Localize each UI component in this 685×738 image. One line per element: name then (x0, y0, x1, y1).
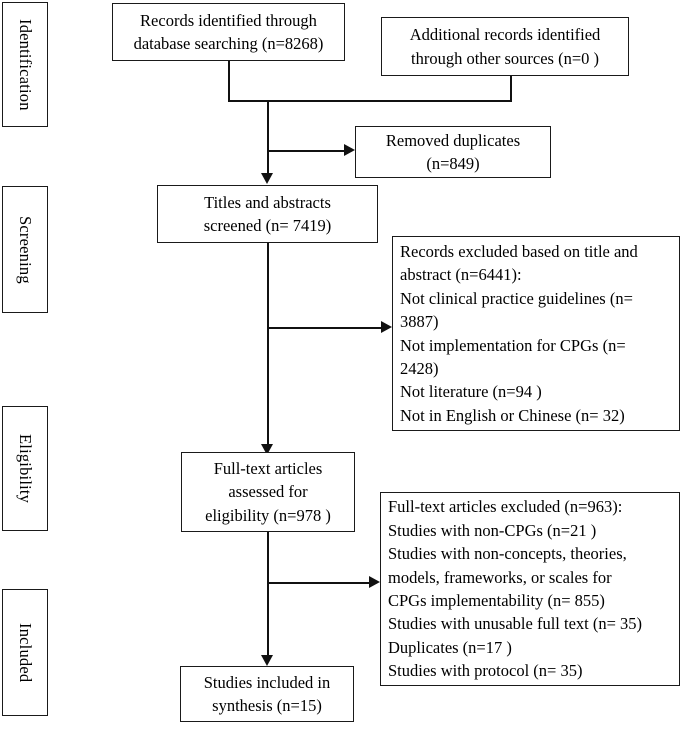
box-removed-duplicates-line-2: (n=849) (426, 154, 480, 173)
arrow-into-fulltext-excluded (369, 576, 380, 588)
box-titles-screened-line-2: screened (n= 7419) (203, 216, 332, 235)
box-studies-included: Studies included in synthesis (n=15) (180, 666, 354, 722)
box-fulltext-excluded-line-4: models, frameworks, or scales for (388, 567, 612, 587)
box-fulltext-excluded-line-1: Full-text articles excluded (n=963): (388, 497, 623, 517)
box-records-identified: Records identified through database sear… (112, 3, 345, 61)
box-titles-screened: Titles and abstracts screened (n= 7419) (157, 185, 378, 243)
connector-additional-down (510, 76, 512, 102)
stage-label-included-text: Included (16, 622, 35, 683)
box-studies-included-line-2: synthesis (n=15) (212, 696, 322, 715)
stage-label-identification-text: Identification (16, 18, 35, 111)
box-records-excluded-line-5: Not implementation for CPGs (n= (400, 335, 626, 355)
connector-to-fulltext-excluded (267, 582, 370, 584)
arrow-into-duplicates (344, 144, 355, 156)
stage-label-included: Included (2, 589, 48, 716)
box-records-excluded-line-1: Records excluded based on title and (400, 241, 638, 261)
box-records-excluded-line-4: 3887) (400, 312, 439, 332)
stage-label-identification: Identification (2, 2, 48, 127)
box-records-identified-line-2: database searching (n=8268) (133, 34, 324, 53)
box-studies-included-line-1: Studies included in (203, 672, 331, 692)
arrow-into-included (261, 655, 273, 666)
box-fulltext-excluded-line-3: Studies with non-concepts, theories, (388, 544, 627, 564)
connector-to-duplicates (267, 150, 345, 152)
box-fulltext-excluded: Full-text articles excluded (n=963): Stu… (380, 492, 680, 686)
box-records-excluded-line-2: abstract (n=6441): (400, 265, 522, 285)
box-records-excluded-line-3: Not clinical practice guidelines (n= (400, 288, 633, 308)
box-additional-records-line-2: through other sources (n=0 ) (410, 48, 599, 68)
box-additional-records: Additional records identified through ot… (381, 17, 629, 76)
connector-merge-horizontal (228, 100, 512, 102)
box-fulltext-excluded-line-5: CPGs implementability (n= 855) (388, 591, 605, 610)
arrow-into-records-excluded (381, 321, 392, 333)
connector-titles-to-fulltext (267, 242, 269, 446)
box-fulltext-excluded-line-8: Studies with protocol (n= 35) (388, 661, 583, 681)
box-removed-duplicates: Removed duplicates (n=849) (355, 126, 551, 178)
box-fulltext-assessed-line-3: eligibility (n=978 ) (205, 505, 331, 525)
box-records-identified-line-1: Records identified through (140, 10, 317, 30)
stage-label-screening: Screening (2, 186, 48, 313)
box-titles-screened-line-1: Titles and abstracts (204, 192, 331, 212)
box-fulltext-excluded-line-6: Studies with unusable full text (n= 35) (388, 614, 643, 634)
stage-label-screening-text: Screening (16, 215, 35, 284)
arrow-into-fulltext (261, 444, 273, 455)
box-records-excluded-line-7: Not literature (n=94 ) (400, 382, 542, 402)
connector-fulltext-to-included (267, 532, 269, 658)
box-fulltext-excluded-line-7: Duplicates (n=17 ) (388, 637, 512, 657)
box-records-excluded-line-8: Not in English or Chinese (n= 32) (400, 405, 625, 425)
box-additional-records-line-1: Additional records identified (409, 25, 601, 45)
connector-records-down (228, 60, 230, 102)
box-fulltext-assessed: Full-text articles assessed for eligibil… (181, 452, 355, 532)
box-records-excluded-line-6: 2428) (400, 358, 439, 378)
box-fulltext-assessed-line-1: Full-text articles (213, 458, 323, 478)
stage-label-eligibility: Eligibility (2, 406, 48, 531)
box-fulltext-excluded-line-2: Studies with non-CPGs (n=21 ) (388, 520, 597, 540)
arrow-into-titles (261, 173, 273, 184)
box-fulltext-assessed-line-2: assessed for (228, 482, 308, 502)
connector-to-records-excluded (267, 327, 382, 329)
connector-spine-to-titles (267, 100, 269, 174)
box-records-excluded: Records excluded based on title and abst… (392, 236, 680, 431)
stage-label-eligibility-text: Eligibility (16, 433, 35, 504)
box-removed-duplicates-line-1: Removed duplicates (385, 130, 521, 150)
